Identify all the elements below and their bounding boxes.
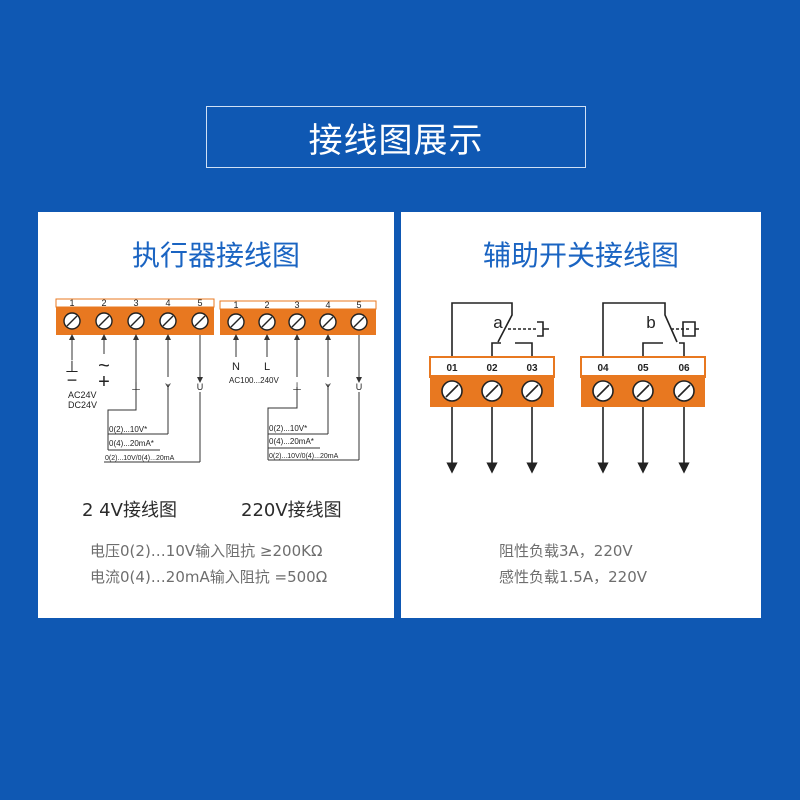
switch-contact-icon xyxy=(537,321,549,337)
caption-220v: 220V接线图 xyxy=(241,500,342,521)
spec-inductive: 感性负载1.5A，220V xyxy=(499,568,648,586)
plus-sign: + xyxy=(98,371,110,393)
terminal-number: 5 xyxy=(197,298,202,308)
signal-label: 0(2)...10V/0(4)...20mA xyxy=(105,455,175,462)
aux-switch-a: a 01 02 03 xyxy=(429,302,555,474)
terminal-number: 1 xyxy=(69,298,74,308)
signal-label: 0(4)...20mA* xyxy=(109,439,154,448)
signal-y-label: Y xyxy=(325,382,331,392)
terminal-number: 01 xyxy=(446,363,458,374)
signal-label: 0(4)...20mA* xyxy=(269,437,314,446)
signal-label: 0(2)...10V* xyxy=(109,425,147,434)
terminal-number: 06 xyxy=(678,363,690,374)
terminal-number: 05 xyxy=(637,363,649,374)
actuator-panel: 执行器接线图 1 2 3 4 5 xyxy=(38,212,394,618)
ground-icon: ⊥ xyxy=(65,359,79,376)
header-title-box: 接线图展示 xyxy=(206,106,586,168)
aux-wiring-diagram: a 01 02 03 xyxy=(429,302,706,474)
terminal-number: 2 xyxy=(264,300,269,310)
screw-terminal-icon xyxy=(63,312,209,330)
actuator-title: 执行器接线图 xyxy=(131,239,300,272)
signal-u-label: U xyxy=(356,382,363,392)
signal-label: 0(2)...10V/0(4)...20mA xyxy=(269,453,339,460)
ground-icon: ⊥ xyxy=(131,381,141,393)
minus-sign: − xyxy=(67,370,78,390)
terminal-number: 3 xyxy=(294,300,299,310)
terminal-number: 4 xyxy=(165,298,170,308)
screw-terminal-icon xyxy=(441,380,543,402)
signal-u-label: U xyxy=(197,382,204,392)
screw-terminal-icon xyxy=(227,313,368,331)
terminal-number: 3 xyxy=(133,298,138,308)
actuator-wiring-diagram: 1 2 3 4 5 xyxy=(55,298,377,463)
page-title: 接线图展示 xyxy=(308,120,484,161)
ground-icon: ⊥ xyxy=(292,381,302,393)
ac-sign: ~ xyxy=(98,355,110,377)
aux-switch-panel: 辅助开关接线图 a 01 02 03 xyxy=(401,212,761,618)
aux-title: 辅助开关接线图 xyxy=(482,239,679,272)
terminal-number: 2 xyxy=(101,298,106,308)
supply-label: DC24V xyxy=(68,400,97,410)
supply-label: AC24V xyxy=(68,390,97,400)
screw-terminal-icon xyxy=(592,380,695,402)
live-label: L xyxy=(264,361,270,373)
terminal-block-24v: 1 2 3 4 5 xyxy=(55,298,215,463)
switch-contact-icon xyxy=(682,321,699,337)
spec-voltage: 电压0(2)…10V输入阻抗 ≥200KΩ xyxy=(90,542,323,560)
supply-label: AC100...240V xyxy=(229,376,279,385)
signal-y-label: Y xyxy=(165,382,171,392)
terminal-number: 5 xyxy=(356,300,361,310)
neutral-label: N xyxy=(232,361,240,373)
spec-resistive: 阻性负载3A，220V xyxy=(499,542,633,560)
signal-label: 0(2)...10V* xyxy=(269,424,307,433)
terminal-number: 1 xyxy=(233,300,238,310)
terminal-number: 04 xyxy=(597,363,609,374)
caption-24v: 2 4V接线图 xyxy=(82,500,177,521)
aux-switch-b: b 04 05 06 xyxy=(580,302,706,474)
switch-label-a: a xyxy=(493,313,503,332)
terminal-block-220v: 1 2 3 4 5 xyxy=(219,300,377,461)
spec-current: 电流0(4)…20mA输入阻抗 =500Ω xyxy=(90,568,328,586)
terminal-number: 03 xyxy=(526,363,538,374)
terminal-number: 4 xyxy=(325,300,330,310)
terminal-number: 02 xyxy=(486,363,498,374)
switch-label-b: b xyxy=(646,313,655,332)
